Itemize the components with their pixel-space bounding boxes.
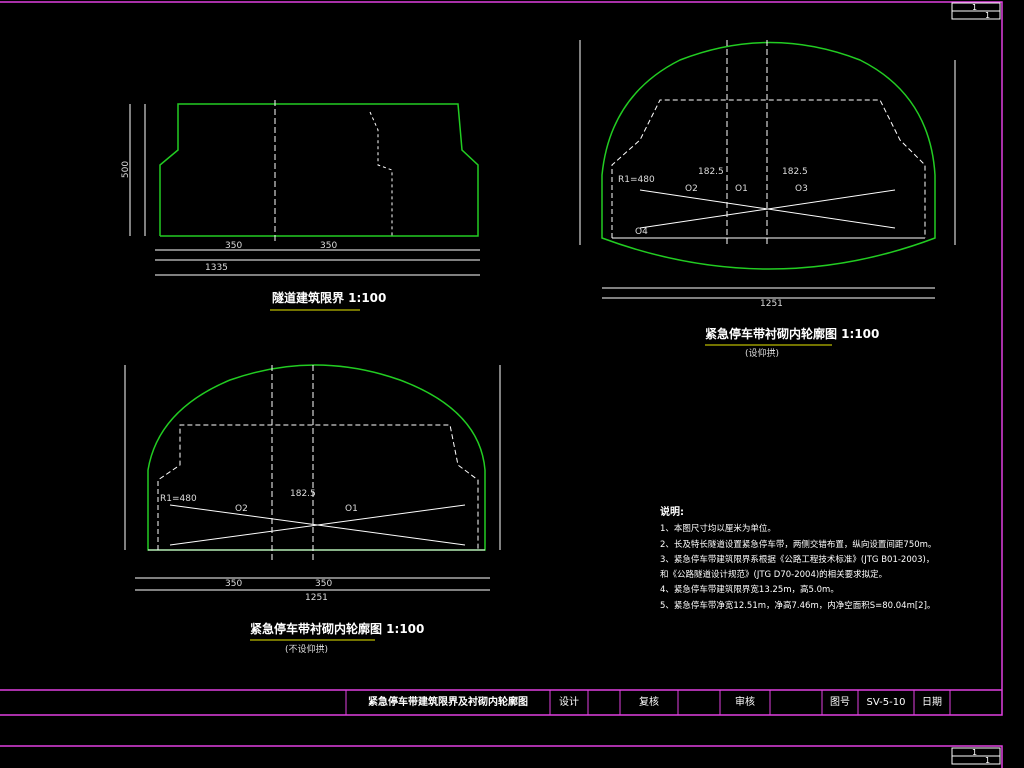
note-item: 和《公路隧道设计规范》(JTG D70-2004)的相关要求拟定。: [660, 570, 888, 581]
drawing1-dim-left: 350: [225, 241, 243, 251]
drawing1-clearance: [129, 100, 480, 311]
drawing2-label-o1: O1: [735, 184, 748, 194]
note-item: 5、紧急停车带净宽12.51m，净高7.46m，内净空面积S=80.04m[2]…: [660, 600, 936, 611]
drawing1-title: 隧道建筑限界 1:100: [272, 291, 387, 305]
drawing3-subtitle: (不设仰拱): [285, 645, 329, 655]
title-block-lines: [345, 690, 951, 715]
drawing3-dim-width: 1251: [305, 593, 328, 603]
title-block-drawing-name: 紧急停车带建筑限界及衬砌内轮廓图: [368, 697, 528, 708]
page-boxes: [951, 2, 1001, 765]
drawing3-lining-no-invert: [124, 364, 501, 641]
page-total-top: 1: [985, 11, 991, 20]
drawing2-lining-invert: [579, 40, 956, 346]
drawing2-label-o3: O3: [795, 184, 808, 194]
drawing2-dim-a: 182.5: [698, 167, 724, 177]
drawing2-radius: R1=480: [618, 175, 655, 185]
drawing2-label-o2: O2: [685, 184, 698, 194]
page-current-top: 1: [972, 3, 978, 12]
drawing1-dim-right: 350: [320, 241, 338, 251]
drawing2-title: 紧急停车带衬砌内轮廓图 1:100: [705, 327, 880, 341]
note-item: 1、本图尺寸均以厘米为单位。: [660, 524, 776, 535]
drawing3-label-o1: O1: [345, 504, 358, 514]
drawing2-dim-b: 182.5: [782, 167, 808, 177]
drawing3-title: 紧急停车带衬砌内轮廓图 1:100: [250, 622, 425, 636]
drawing1-dim-height: 500: [121, 160, 132, 179]
drawing1-dim-width: 1335: [205, 263, 228, 273]
title-block-drawing-no: SV-5-10: [866, 697, 906, 708]
notes-header: 说明:: [660, 507, 684, 518]
drawing2-dim-width: 1251: [760, 299, 783, 309]
page-total-bottom: 1: [985, 756, 991, 765]
title-block-design: 设计: [559, 697, 579, 708]
sheet-frame: [0, 1, 1003, 768]
title-block-date-label: 日期: [922, 697, 942, 708]
drawing3-radius: R1=480: [160, 494, 197, 504]
drawing2-subtitle: (设仰拱): [745, 349, 780, 359]
drawing3-dim-c: 182.5: [290, 489, 316, 499]
note-item: 3、紧急停车带建筑限界系根据《公路工程技术标准》(JTG B01-2003)，: [660, 554, 935, 565]
drawing3-label-o2: O2: [235, 504, 248, 514]
drawing3-dim-b: 350: [315, 579, 333, 589]
page-current-bottom: 1: [972, 748, 978, 757]
note-item: 4、紧急停车带建筑限界宽13.25m，高5.0m。: [660, 585, 839, 596]
note-item: 2、长及特长隧道设置紧急停车带，两侧交错布置，纵向设置间距750m。: [660, 539, 937, 550]
notes-panel: 说明: 1、本图尺寸均以厘米为单位。 2、长及特长隧道设置紧急停车带，两侧交错布…: [660, 505, 960, 614]
title-block-drawing-no-label: 图号: [830, 697, 850, 708]
drawing3-dim-a: 350: [225, 579, 243, 589]
drawing2-label-o4: O4: [635, 227, 648, 237]
title-block-review: 审核: [735, 697, 755, 708]
title-block-check: 复核: [639, 697, 659, 708]
